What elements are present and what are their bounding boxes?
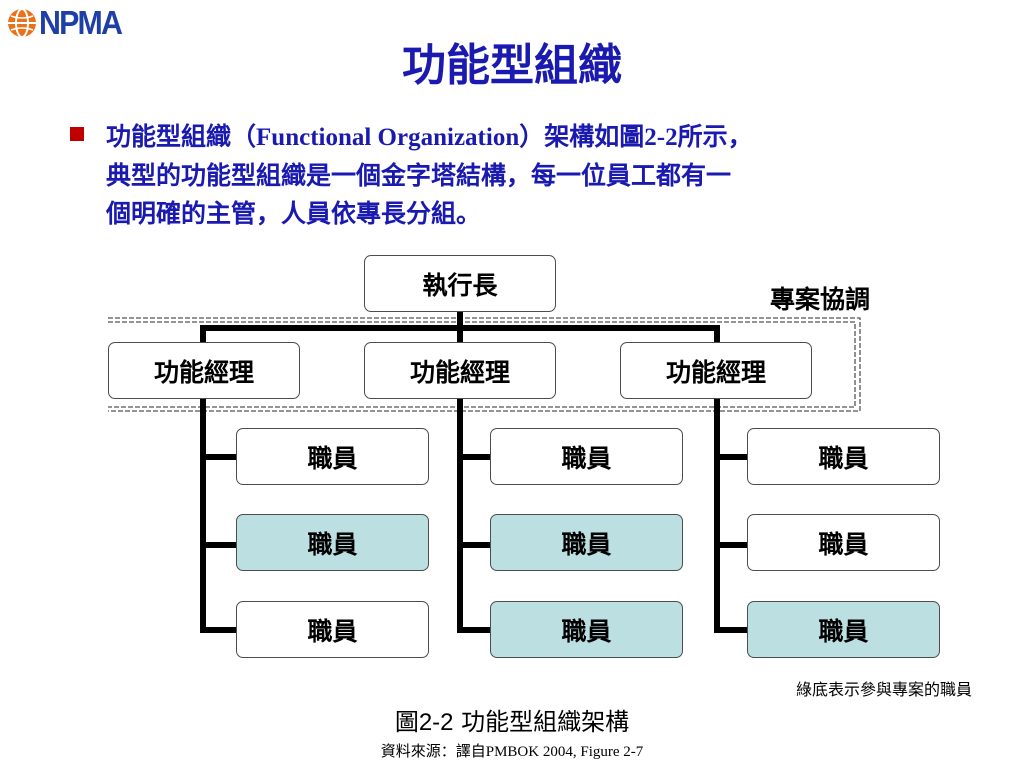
- page-title: 功能型組織: [402, 40, 622, 91]
- project-staff-box: 職員: [747, 601, 940, 658]
- globe-icon: [8, 8, 36, 38]
- bullet-text-part: 所示，: [677, 122, 753, 151]
- functional-manager-box: 功能經理: [620, 342, 812, 399]
- source-prefix: 資料來源：譯自: [380, 742, 486, 760]
- staff-box: 職員: [236, 601, 429, 658]
- project-staff-box: 職員: [236, 514, 429, 571]
- caption-text: 功能型組織架構: [461, 708, 630, 736]
- staff-box: 職員: [747, 514, 940, 571]
- project-staff-box: 職員: [490, 601, 683, 658]
- bullet-line-3: 個明確的主管，人員依專長分組。: [106, 199, 482, 228]
- npma-logo: NPMA: [6, 6, 128, 40]
- bullet-figure-number: 2-2: [644, 124, 678, 151]
- bullet-line-2: 典型的功能型組織是一個金字塔結構，每一位員工都有一: [106, 161, 732, 190]
- bullet-text-english: Functional Organization: [256, 124, 520, 151]
- legend-note: 綠底表示參與專案的職員: [795, 680, 972, 699]
- figure-caption: 圖2-2 功能型組織架構: [0, 702, 1024, 737]
- source-citation: 資料來源：譯自PMBOK 2004, Figure 2-7: [0, 740, 1024, 761]
- bullet-line-1: 功能型組織（Functional Organization）架構如圖2-2所示，: [106, 118, 986, 157]
- project-coordination-frame: [108, 317, 861, 412]
- caption-number: 2-2: [418, 709, 454, 736]
- staff-box: 職員: [490, 428, 683, 485]
- bullet-text: 功能型組織（Functional Organization）架構如圖2-2所示，…: [106, 118, 986, 233]
- bullet-text-part: ）架構如圖: [519, 122, 645, 151]
- bullet-text-part: 功能型組織（: [106, 122, 257, 151]
- project-coordination-label: 專案協調: [770, 285, 871, 314]
- caption-prefix: 圖: [394, 708, 419, 736]
- project-staff-box: 職員: [490, 514, 683, 571]
- functional-manager-box: 功能經理: [108, 342, 300, 399]
- functional-manager-box: 功能經理: [364, 342, 556, 399]
- staff-box: 職員: [747, 428, 940, 485]
- staff-box: 職員: [236, 428, 429, 485]
- bullet-square-icon: [70, 127, 84, 141]
- ceo-box: 執行長: [364, 255, 556, 312]
- hierarchy-lines: [200, 312, 747, 633]
- source-reference: PMBOK 2004, Figure 2-7: [485, 744, 644, 760]
- logo-text: NPMA: [39, 4, 123, 41]
